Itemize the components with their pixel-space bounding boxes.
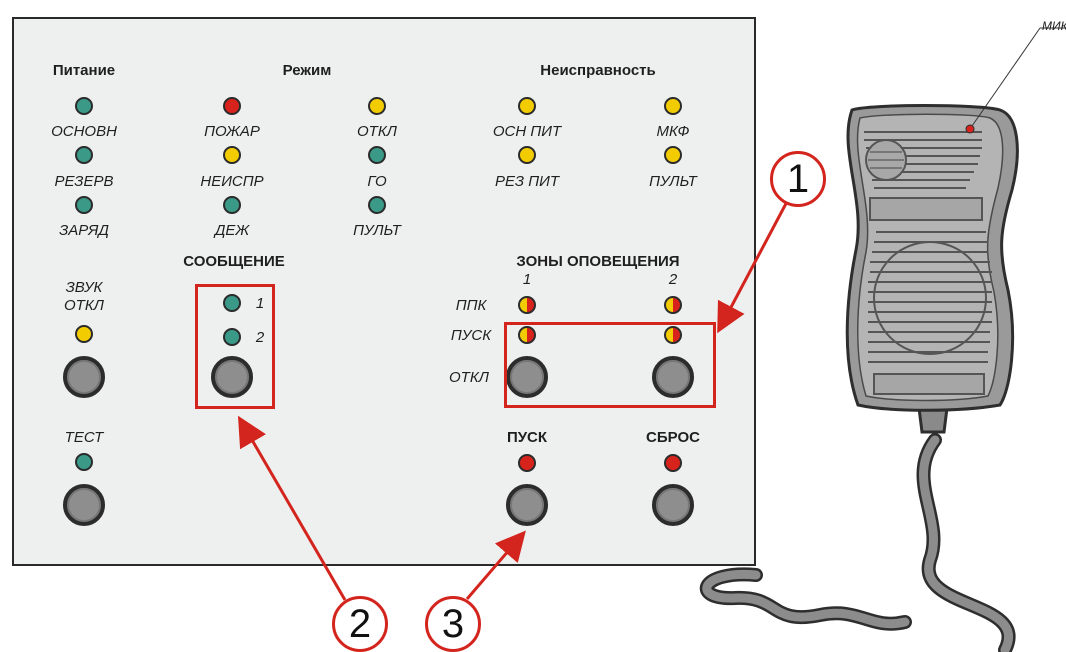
header-reset: СБРОС [646, 429, 700, 446]
header-fault: Неисправность [540, 62, 656, 79]
led-fault-console [664, 146, 682, 164]
start-button[interactable] [506, 484, 548, 526]
header-message: СООБЩЕНИЕ [183, 253, 285, 270]
sound-off-button[interactable] [63, 356, 105, 398]
zone1-off-button[interactable] [506, 356, 548, 398]
header-zones: ЗОНЫ ОПОВЕЩЕНИЯ [516, 253, 680, 270]
header-start: ПУСК [506, 429, 548, 446]
led-sound-off [75, 325, 93, 343]
mic-face [856, 113, 1004, 402]
label-mode-fault: НЕИСПР [200, 173, 264, 190]
led-message-2 [223, 328, 241, 346]
label-mode-off: ОТКЛ [357, 123, 397, 140]
label-fault-mic: МКФ [656, 123, 690, 140]
arrow-3 [465, 530, 526, 600]
highlight-message-box [195, 284, 275, 409]
label-mode-console: ПУЛЬТ [353, 222, 401, 239]
arrow-2 [237, 415, 347, 601]
led-power-reserve [75, 146, 93, 164]
reset-button[interactable] [652, 484, 694, 526]
label-sound-off: ОТКЛ [64, 297, 104, 314]
led-power-charge [75, 196, 93, 214]
callout-2: 2 [332, 596, 388, 652]
zone2-off-button[interactable] [652, 356, 694, 398]
label-zone-off: ОТКЛ [449, 369, 489, 386]
label-sound: ЗВУК [65, 279, 103, 296]
label-zone-2: 2 [668, 271, 678, 288]
label-mode-duty: ДЕЖ [214, 222, 250, 239]
label-message-1: 1 [255, 295, 265, 312]
mic-indicator-icon [965, 124, 975, 134]
led-mode-fault [223, 146, 241, 164]
panel-cord [702, 569, 910, 629]
mic-ptt-bar [869, 197, 983, 221]
label-mode-go: ГО [367, 173, 387, 190]
label-power-charge: ЗАРЯД [59, 222, 109, 239]
header-power: Питание [52, 62, 116, 79]
led-zone2-start [664, 326, 682, 344]
label-test: ТЕСТ [64, 429, 104, 446]
label-zone-start: ПУСК [450, 327, 492, 344]
led-test [75, 453, 93, 471]
led-zone1-start [518, 326, 536, 344]
led-reset [664, 454, 682, 472]
led-zone2-ppk [664, 296, 682, 314]
arrow-1 [717, 195, 792, 334]
label-fault-main-power: ОСН ПИТ [492, 123, 562, 140]
mic-cord [919, 435, 1013, 652]
callout-1: 1 [770, 151, 826, 207]
led-mode-go [368, 146, 386, 164]
label-power-reserve: РЕЗЕРВ [54, 173, 114, 190]
label-power-main: ОСНОВН [51, 123, 117, 140]
led-power-main [75, 97, 93, 115]
mic-bottom-bar [873, 373, 985, 395]
led-fault-mic [664, 97, 682, 115]
led-zone1-ppk [518, 296, 536, 314]
highlight-zones-box [504, 322, 716, 408]
mic-main-speaker [873, 241, 987, 355]
label-mode-fire: ПОЖАР [204, 123, 260, 140]
led-mode-duty [223, 196, 241, 214]
label-fault-console: ПУЛЬТ [649, 173, 697, 190]
mic-label: МИК [1042, 19, 1066, 33]
mic-leader-line [971, 27, 1041, 127]
led-mode-off [368, 97, 386, 115]
led-fault-reserve-power [518, 146, 536, 164]
led-mode-console [368, 196, 386, 214]
label-zone-1: 1 [522, 271, 532, 288]
led-mode-fire [223, 97, 241, 115]
callout-3: 3 [425, 596, 481, 652]
label-message-2: 2 [255, 329, 265, 346]
led-message-1 [223, 294, 241, 312]
led-fault-main-power [518, 97, 536, 115]
label-fault-reserve-power: РЕЗ ПИТ [495, 173, 559, 190]
header-mode: Режим [282, 62, 332, 79]
message-button[interactable] [211, 356, 253, 398]
led-start [518, 454, 536, 472]
label-zone-ppk: ППК [455, 297, 487, 314]
test-button[interactable] [63, 484, 105, 526]
